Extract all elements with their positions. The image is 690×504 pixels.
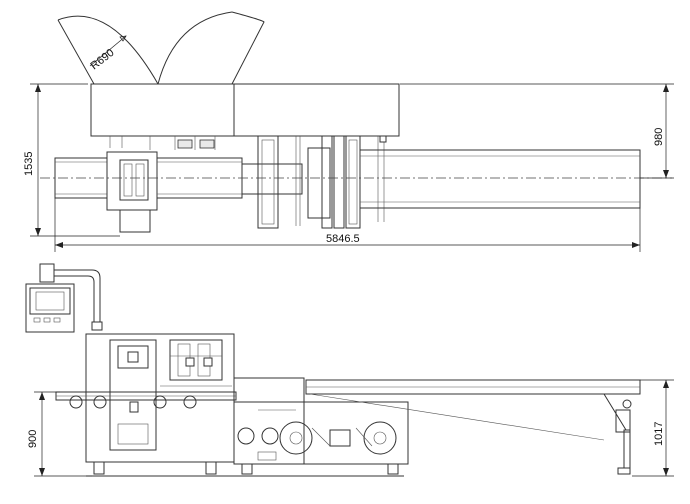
side-outfeed-conveyor — [305, 379, 641, 475]
dim-900 — [34, 391, 92, 477]
hopper-fan — [57, 11, 265, 85]
top-view: R690 — [23, 11, 674, 252]
side-infeed — [55, 391, 237, 409]
dim-980 — [400, 83, 674, 179]
dim-5846-label: 5846.5 — [326, 233, 360, 245]
top-infeed-conveyor — [54, 151, 243, 233]
dim-1535-label: 1535 — [23, 152, 35, 176]
dim-5846 — [54, 198, 641, 252]
dim-1535 — [30, 83, 120, 237]
side-feet — [86, 461, 404, 477]
dim-1017-label: 1017 — [653, 422, 665, 446]
top-main-frame — [90, 83, 400, 150]
side-view: 900 1017 — [25, 263, 674, 477]
side-film-rolls — [279, 401, 409, 465]
dim-1017 — [632, 379, 674, 477]
side-drive-unit — [233, 377, 305, 465]
dim-900-label: 900 — [27, 430, 39, 448]
hmi-panel — [25, 263, 103, 333]
top-outfeed-conveyor — [359, 149, 641, 209]
radius-label: R690 — [88, 47, 116, 73]
dim-980-label: 980 — [653, 128, 665, 146]
top-sealing-stations — [241, 135, 387, 229]
side-main-body — [85, 333, 235, 463]
